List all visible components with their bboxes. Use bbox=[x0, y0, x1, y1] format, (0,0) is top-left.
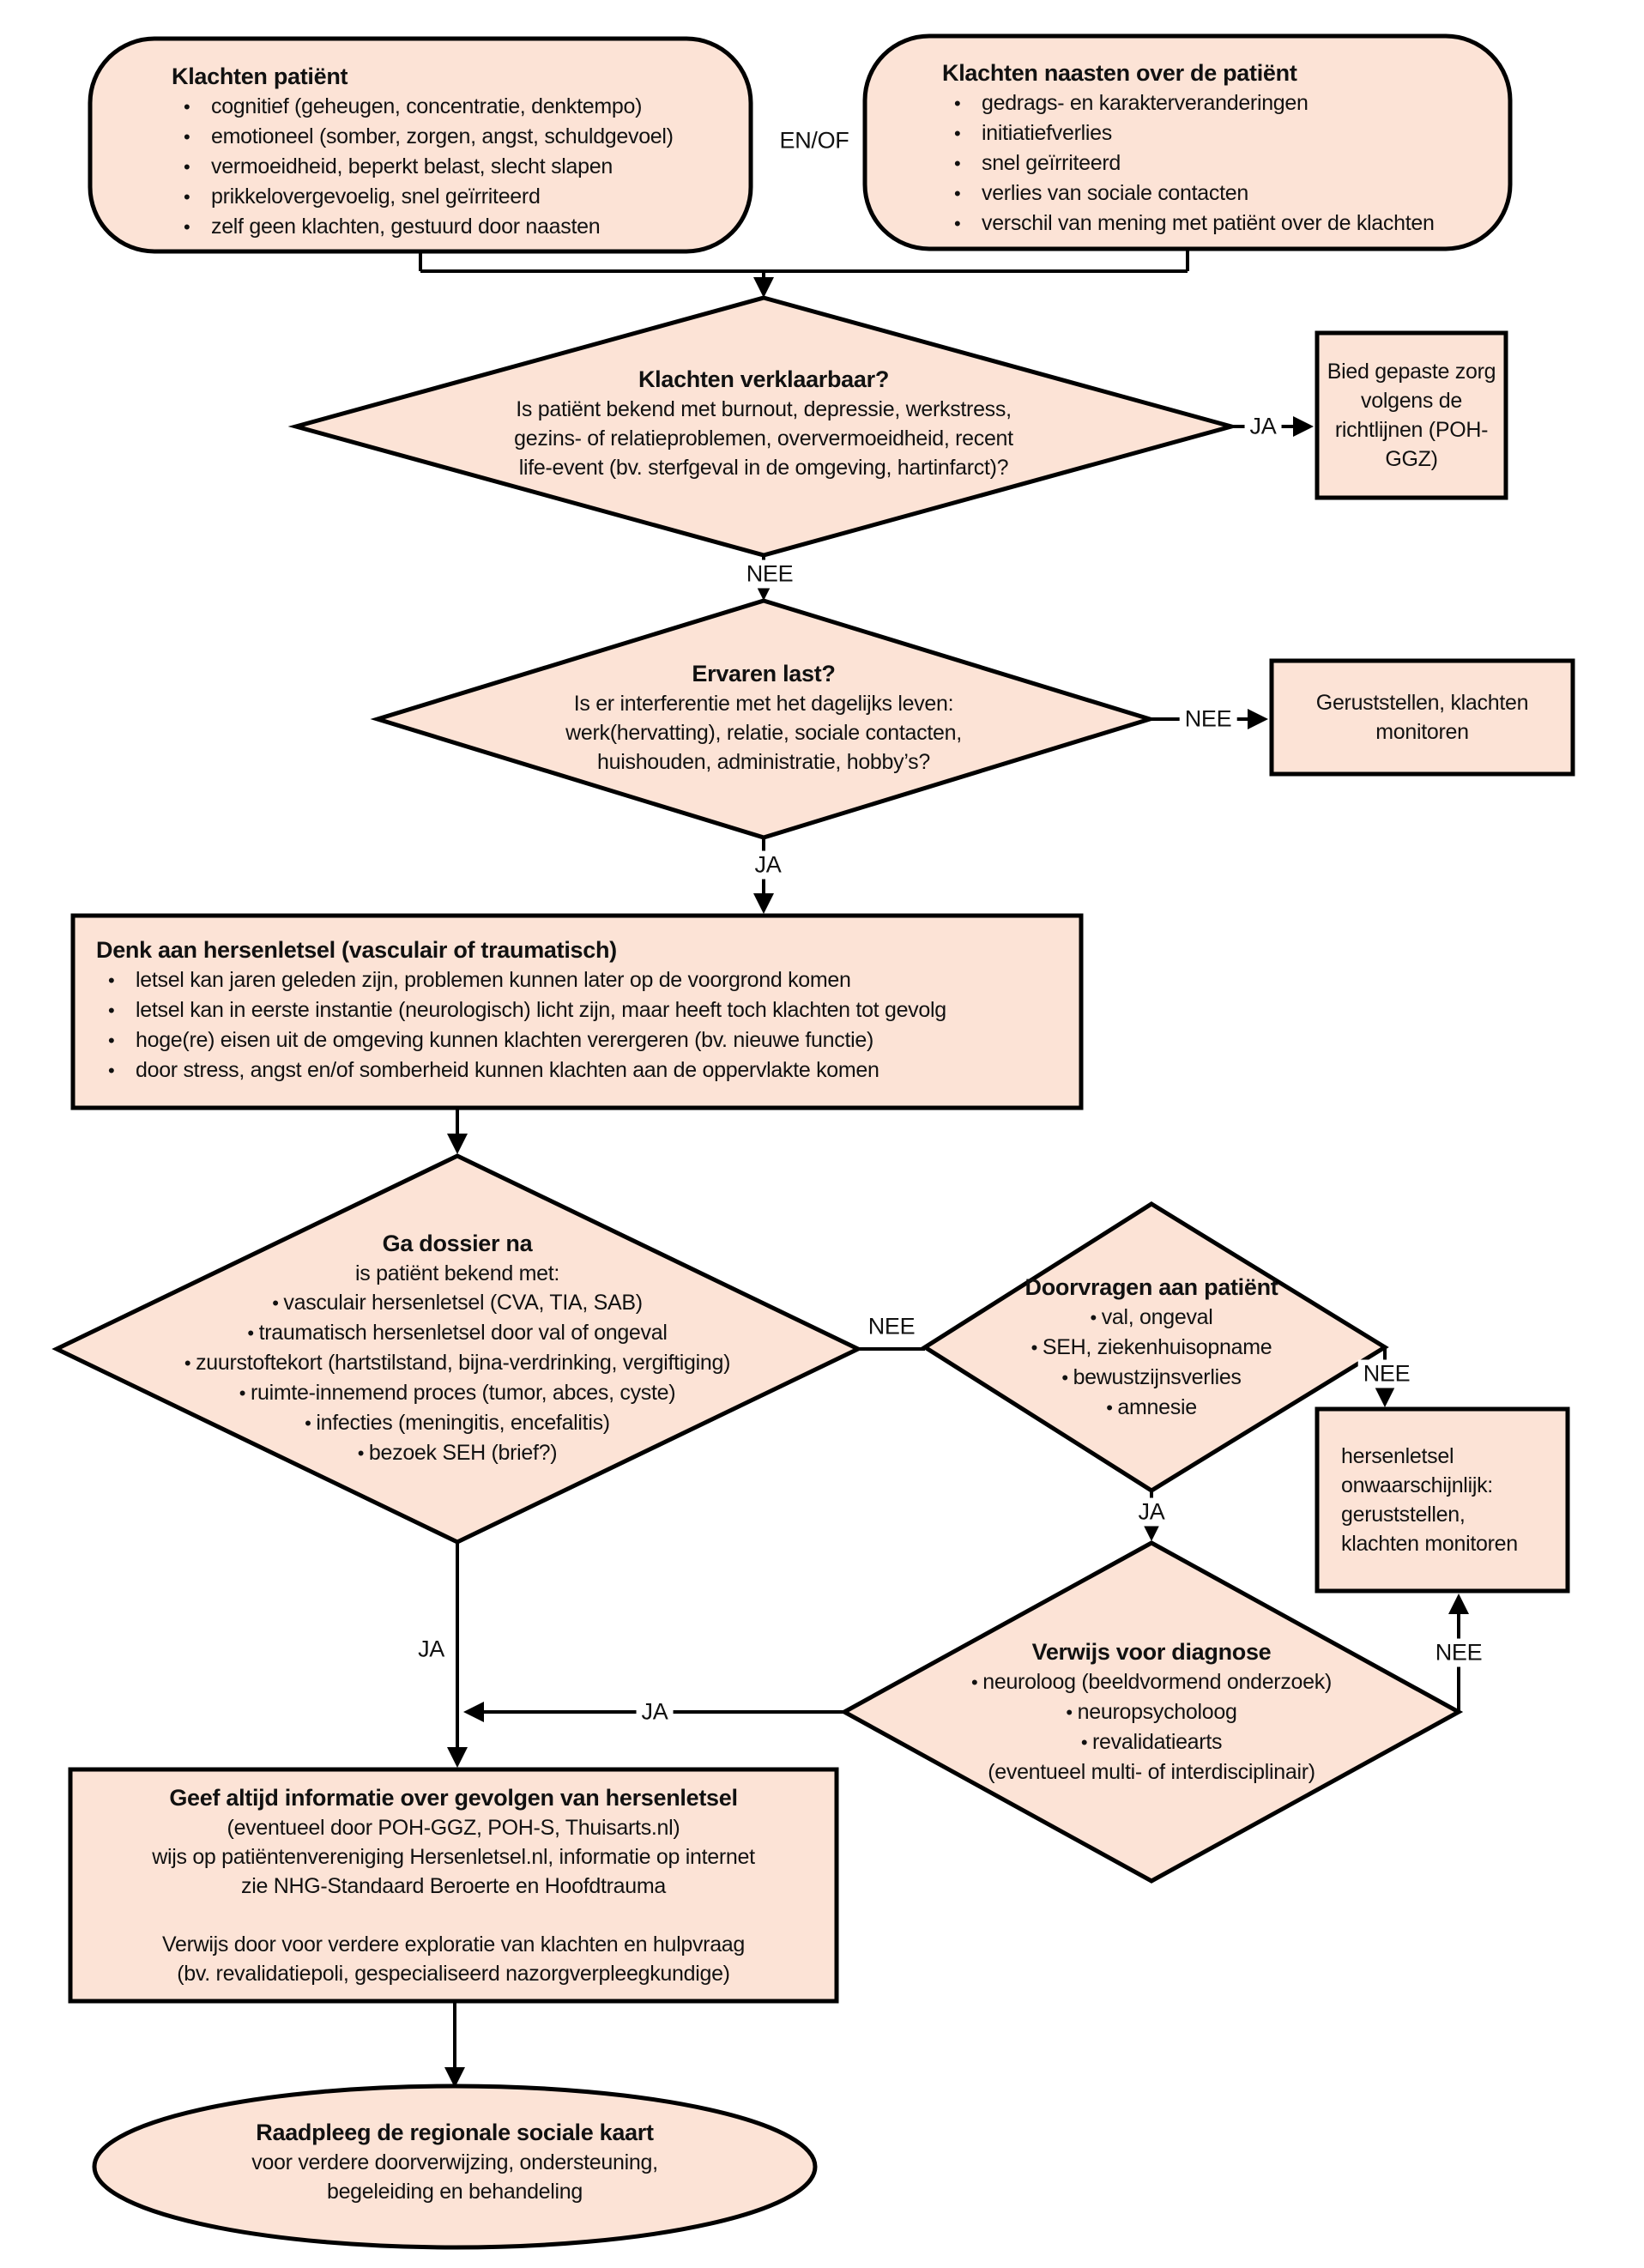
list-item: zuurstoftekort (hartstilstand, bijna-ver… bbox=[54, 1348, 861, 1378]
node-body: voor verdere doorverwijzing, ondersteuni… bbox=[251, 2150, 658, 2204]
arrowhead-ja-left-join bbox=[463, 1702, 484, 1722]
list-item: SEH, ziekenhuisopname bbox=[937, 1333, 1366, 1363]
edge-label-en-of: EN/OF bbox=[774, 126, 855, 155]
arrowhead-ja-into-box1 bbox=[1293, 416, 1314, 437]
arrowhead-into-d3 bbox=[447, 1134, 468, 1154]
node-klachten-naasten: Klachten naasten over de patiënt gedrags… bbox=[942, 58, 1491, 239]
edge-label-d2-ja: JA bbox=[749, 850, 787, 880]
list-item: snel geïrriteerd bbox=[942, 148, 1491, 178]
bullet-list: vasculair hersenletsel (CVA, TIA, SAB)tr… bbox=[54, 1288, 861, 1468]
list-item: vasculair hersenletsel (CVA, TIA, SAB) bbox=[54, 1288, 861, 1318]
list-item: verschil van mening met patiënt over de … bbox=[942, 209, 1491, 239]
arrowhead-into-d1 bbox=[753, 277, 774, 298]
node-ga-dossier-na: Ga dossier na is patiënt bekend met: vas… bbox=[54, 1229, 861, 1468]
node-title: Doorvragen aan patiënt bbox=[1024, 1274, 1278, 1300]
list-item: letsel kan in eerste instantie (neurolog… bbox=[96, 995, 1066, 1025]
edge-label-d1-nee: NEE bbox=[740, 559, 799, 589]
list-item: gedrags- en karakterveranderingen bbox=[942, 88, 1491, 118]
edge-label-d3-nee: NEE bbox=[862, 1312, 921, 1341]
node-title: Verwijs voor diagnose bbox=[1031, 1639, 1272, 1665]
list-item: letsel kan jaren geleden zijn, problemen… bbox=[96, 965, 1066, 995]
node-klachten-verklaarbaar: Klachten verklaarbaar? Is patiënt bekend… bbox=[378, 365, 1150, 482]
node-title: Raadpleeg de regionale sociale kaart bbox=[256, 2120, 654, 2145]
list-item: initiatiefverlies bbox=[942, 118, 1491, 148]
node-body: (eventueel door POH-GGZ, POH-S, Thuisart… bbox=[152, 1816, 755, 1986]
node-body: Bied gepaste zorg volgens de richtlijnen… bbox=[1327, 360, 1496, 471]
bullet-list: letsel kan jaren geleden zijn, problemen… bbox=[96, 965, 1066, 1086]
list-item: vermoeidheid, beperkt belast, slecht sla… bbox=[172, 152, 738, 182]
shape-diamond-ervaren-last bbox=[370, 598, 1157, 840]
edge-label-d5-nee: NEE bbox=[1429, 1638, 1488, 1667]
list-item: zelf geen klachten, gestuurd door naaste… bbox=[172, 212, 738, 242]
arrowhead-nee-into-box3-bottom bbox=[1448, 1594, 1469, 1614]
list-item: ruimte-innemend proces (tumor, abces, cy… bbox=[54, 1378, 861, 1408]
list-item: bezoek SEH (brief?) bbox=[54, 1438, 861, 1468]
edge-label-d4-ja: JA bbox=[1133, 1497, 1170, 1527]
shape-rect-geef-informatie bbox=[68, 1767, 839, 2004]
list-item: cognitief (geheugen, concentratie, denkt… bbox=[172, 92, 738, 122]
arrowhead-nee-into-box2 bbox=[1248, 709, 1268, 729]
edge-label-d5-ja: JA bbox=[636, 1697, 674, 1727]
node-ervaren-last: Ervaren last? Is er interferentie met he… bbox=[463, 659, 1064, 777]
bullet-list: gedrags- en karakterveranderingeninitiat… bbox=[942, 88, 1491, 239]
edge-label-d4-nee: NEE bbox=[1357, 1359, 1416, 1388]
list-item: neuroloog (beeldvormend onderzoek) bbox=[877, 1667, 1426, 1697]
list-item: bewustzijnsverlies bbox=[937, 1363, 1366, 1393]
node-title: Klachten naasten over de patiënt bbox=[942, 60, 1297, 86]
edge-label-d1-ja: JA bbox=[1244, 412, 1282, 441]
node-hersenletsel-onwaarschijnlijk: hersenletsel onwaarschijnlijk: gerustste… bbox=[1341, 1416, 1545, 1584]
edge-label-d3-ja: JA bbox=[413, 1635, 450, 1664]
list-item: emotioneel (somber, zorgen, angst, schul… bbox=[172, 122, 738, 152]
list-item: infecties (meningitis, encefalitis) bbox=[54, 1408, 861, 1438]
node-body: Geruststellen, klachten monitoren bbox=[1315, 691, 1529, 744]
list-item: door stress, angst en/of somberheid kunn… bbox=[96, 1055, 1066, 1086]
bullet-list: cognitief (geheugen, concentratie, denkt… bbox=[172, 92, 738, 242]
node-doorvragen: Doorvragen aan patiënt val, ongevalSEH, … bbox=[937, 1273, 1366, 1423]
node-geruststellen: Geruststellen, klachten monitoren bbox=[1278, 664, 1566, 771]
node-title: Ga dossier na bbox=[382, 1231, 533, 1256]
arrowhead-ja-into-rect1 bbox=[753, 893, 774, 914]
node-denk-aan-hersenletsel: Denk aan hersenletsel (vasculair of trau… bbox=[96, 935, 1066, 1086]
node-title: Geef altijd informatie over gevolgen van… bbox=[169, 1785, 738, 1811]
shape-ellipse-raadpleeg bbox=[92, 2084, 818, 2250]
bullet-list: neuroloog (beeldvormend onderzoek)neurop… bbox=[877, 1667, 1426, 1757]
list-item: hoge(re) eisen uit de omgeving kunnen kl… bbox=[96, 1025, 1066, 1055]
list-item: val, ongeval bbox=[937, 1303, 1366, 1333]
node-title: Klachten verklaarbaar? bbox=[638, 366, 890, 392]
list-item: neuropsycholoog bbox=[877, 1697, 1426, 1727]
shape-box-hersenletsel-onwaarschijnlijk bbox=[1315, 1406, 1570, 1594]
node-body: Is patiënt bekend met burnout, depressie… bbox=[514, 397, 1013, 480]
arrowhead-into-ellipse bbox=[444, 2067, 465, 2088]
node-body: hersenletsel onwaarschijnlijk: gerustste… bbox=[1341, 1444, 1518, 1556]
node-body: Is er interferentie met het dagelijks le… bbox=[565, 692, 962, 774]
list-item: amnesie bbox=[937, 1393, 1366, 1423]
edge-label-d2-nee: NEE bbox=[1179, 705, 1237, 734]
node-title: Ervaren last? bbox=[692, 661, 836, 686]
node-title: Denk aan hersenletsel (vasculair of trau… bbox=[96, 937, 617, 963]
arrowhead-nee-into-box3-top bbox=[1375, 1387, 1395, 1407]
node-footnote: (eventueel multi- of interdisciplinair) bbox=[988, 1760, 1315, 1784]
shape-box-geruststellen bbox=[1269, 658, 1575, 777]
list-item: traumatisch hersenletsel door val of ong… bbox=[54, 1318, 861, 1348]
list-item: prikkelovergevoelig, snel geïrriteerd bbox=[172, 182, 738, 212]
node-verwijs-voor-diagnose: Verwijs voor diagnose neuroloog (beeldvo… bbox=[877, 1637, 1426, 1787]
bullet-list: val, ongevalSEH, ziekenhuisopnamebewustz… bbox=[937, 1303, 1366, 1423]
arrowheads bbox=[444, 277, 1469, 2088]
arrowhead-ja-into-rect2 bbox=[447, 1747, 468, 1768]
node-geef-informatie: Geef altijd informatie over gevolgen van… bbox=[82, 1783, 825, 1988]
shape-box-bied-gepaste-zorg bbox=[1315, 330, 1508, 500]
list-item: verlies van sociale contacten bbox=[942, 178, 1491, 209]
shape-diamond-klachten-verklaarbaar bbox=[287, 295, 1240, 558]
list-item: revalidatiearts bbox=[877, 1727, 1426, 1757]
node-raadpleeg-sociale-kaart: Raadpleeg de regionale sociale kaart voo… bbox=[129, 2118, 781, 2206]
node-title: Klachten patiënt bbox=[172, 64, 348, 89]
node-subtitle: is patiënt bekend met: bbox=[355, 1261, 559, 1285]
node-klachten-patient: Klachten patiënt cognitief (geheugen, co… bbox=[172, 62, 738, 242]
node-bied-gepaste-zorg: Bied gepaste zorg volgens de richtlijnen… bbox=[1323, 338, 1500, 493]
